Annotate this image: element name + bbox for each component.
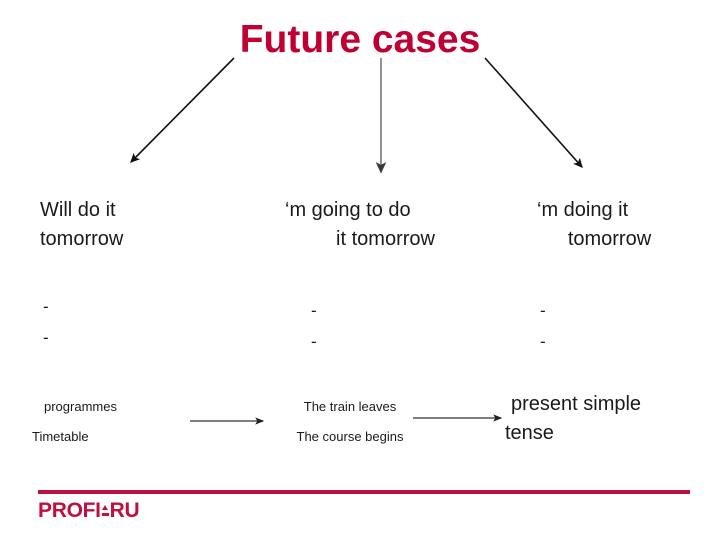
tense-present-continuous-line-1: ‘m doing it [537, 199, 629, 221]
arrow-to-present-continuous [484, 57, 583, 168]
flow-step-1-line-1: programmes [44, 399, 117, 414]
tense-will-line-1: Will do it [40, 199, 116, 221]
flow-step-3-line-1: present simple [511, 393, 642, 415]
logo-text-profi: PROFI [38, 499, 101, 522]
profi-ru-logo: PROFI RU [38, 498, 140, 523]
tense-column-going-to: ‘m going to do it tomorrow [283, 196, 488, 254]
bullet-dash-going-to-1: - [311, 301, 317, 320]
flow-step-2-line-2: The course begins [296, 428, 404, 444]
flow-step-3-line-2: tense [505, 422, 554, 444]
flow-step-1-line-2: Timetable [32, 428, 89, 444]
bullet-dash-present-continuous-2: - [540, 332, 546, 351]
logo-separator-icon [101, 503, 110, 519]
page-title: Future cases [239, 18, 481, 61]
flow-step-present-simple: present simple tense [505, 390, 705, 448]
bullet-dash-will-2: - [43, 328, 49, 347]
logo-text-ru: RU [109, 499, 140, 522]
tense-column-will: Will do it tomorrow [40, 196, 260, 254]
tense-present-continuous-line-2: tomorrow [567, 228, 652, 250]
tense-column-present-continuous: ‘m doing it tomorrow [527, 196, 692, 254]
bullet-dash-present-continuous-1: - [540, 301, 546, 320]
bullet-dash-going-to-2: - [311, 332, 317, 351]
tense-will-line-2: tomorrow [40, 228, 124, 250]
flow-step-timetable: programmes Timetable [32, 392, 182, 452]
arrow-to-will [130, 57, 235, 163]
tense-going-to-line-1: ‘m going to do [285, 199, 411, 221]
tense-going-to-line-2: it tomorrow [336, 228, 435, 250]
flow-step-examples: The train leaves The course begins [270, 392, 430, 452]
bullet-dash-will-1: - [43, 297, 49, 316]
flow-step-2-line-1: The train leaves [303, 399, 397, 414]
footer-divider [38, 490, 690, 494]
